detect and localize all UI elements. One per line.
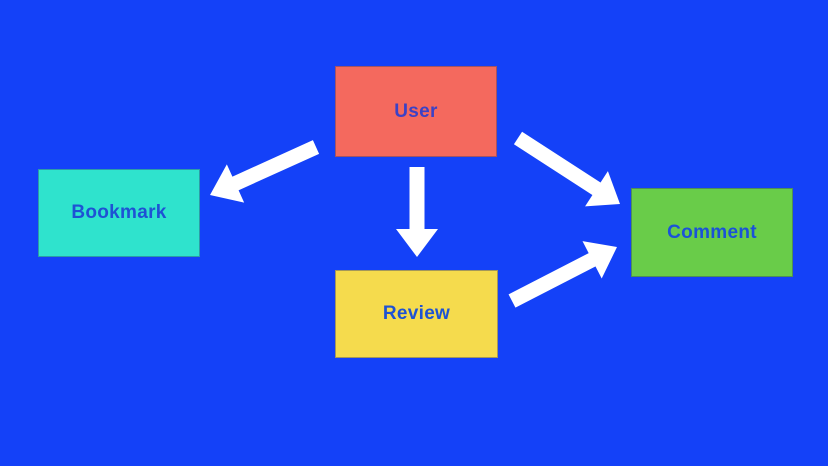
node-comment[interactable]: Comment [631,188,793,277]
arrow-user-comment [513,131,620,207]
arrow-user-review [396,167,438,257]
arrow-user-bookmark [210,140,320,203]
arrow-review-comment [508,241,617,308]
node-review[interactable]: Review [335,270,498,358]
node-comment-label: Comment [667,221,757,243]
node-user-label: User [394,100,438,122]
node-user[interactable]: User [335,66,497,157]
node-bookmark-label: Bookmark [71,202,167,223]
node-bookmark[interactable]: Bookmark [38,169,200,257]
node-review-label: Review [382,303,451,324]
